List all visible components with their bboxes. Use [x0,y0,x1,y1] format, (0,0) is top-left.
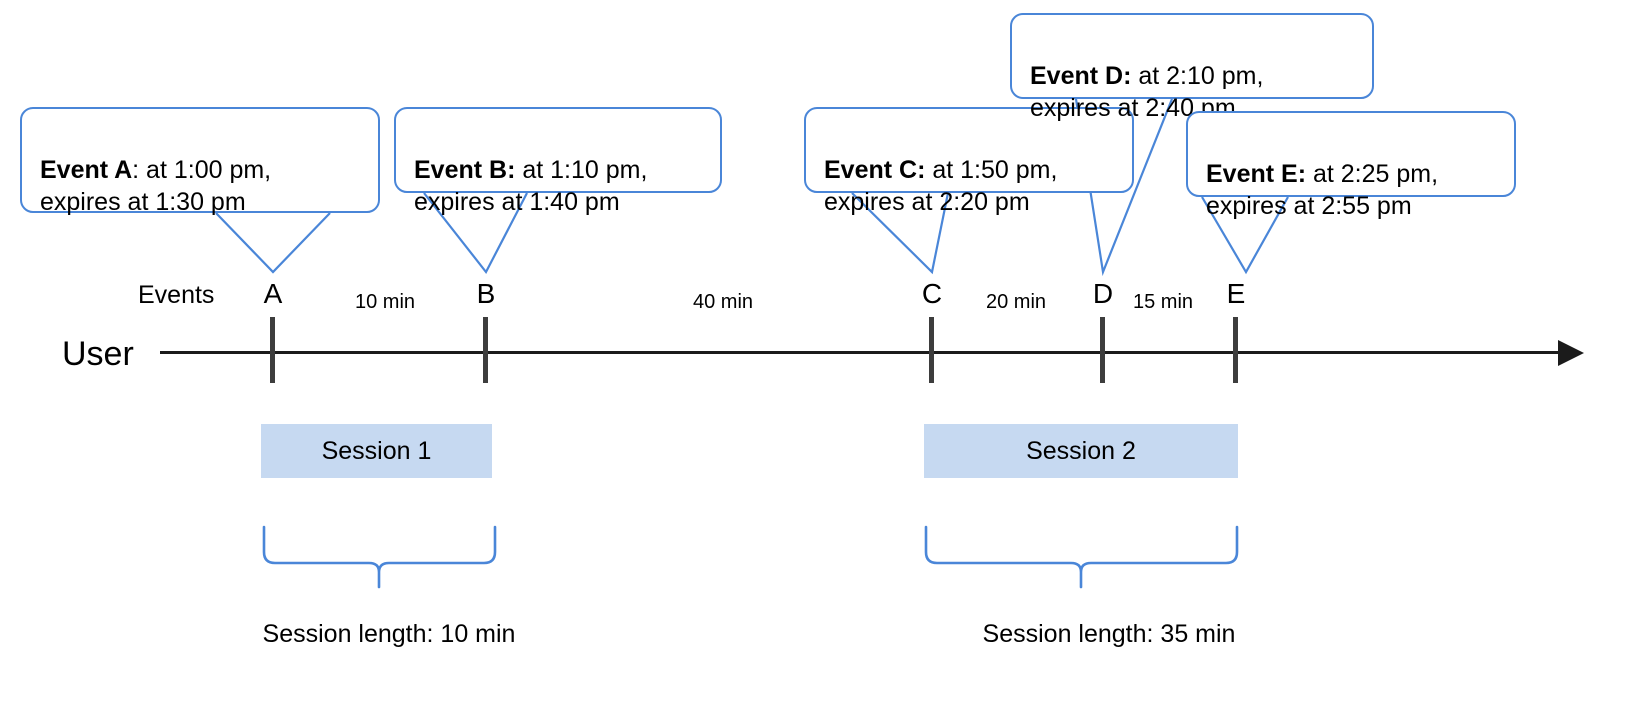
interval-label-b-c: 40 min [692,291,754,313]
event-letter-b: B [476,278,496,309]
callout-event-b: Event B: at 1:10 pm, expires at 1:40 pm [394,107,722,216]
event-letter-a: A [263,278,283,309]
callout-event-e: Event E: at 2:25 pm, expires at 2:55 pm [1186,111,1516,220]
session-box-2-label: Session 2 [1026,436,1136,465]
tick-event-d [1100,317,1105,383]
callout-event-a-body: : at 1:00 pm, expires at 1:30 pm [40,155,272,217]
interval-label-d-e: 15 min [1132,291,1194,313]
axis-row-label-events: Events [138,281,215,309]
callout-event-e-title: Event E: [1206,159,1307,188]
tick-event-c [929,317,934,383]
callout-event-c-title: Event C: [824,155,926,184]
brace-session-2 [924,525,1239,589]
tick-event-a [270,317,275,383]
callout-event-a-title: Event A [40,155,133,184]
event-letter-d: D [1092,278,1114,309]
session-box-1-label: Session 1 [321,436,432,465]
tick-event-e [1233,317,1238,383]
tick-event-b [483,317,488,383]
brace-session-1 [262,525,497,589]
event-letter-e: E [1226,278,1246,309]
callout-event-a: Event A: at 1:00 pm, expires at 1:30 pm [20,107,380,216]
session-length-caption-1: Session length: 10 min [262,620,516,648]
interval-label-c-d: 20 min [985,291,1047,313]
session-box-2: Session 2 [924,424,1238,478]
callout-event-b-title: Event B: [414,155,516,184]
timeline-axis-arrowhead [1558,340,1584,366]
session-box-1: Session 1 [261,424,492,478]
interval-label-a-b: 10 min [354,291,416,313]
event-letter-c: C [921,278,943,309]
tail-event-a [215,212,331,274]
axis-row-label-user: User [62,335,134,373]
callout-event-d-title: Event D: [1030,61,1132,90]
session-length-caption-2: Session length: 35 min [982,620,1236,648]
callout-event-d: Event D: at 2:10 pm, expires at 2:40 pm [1010,13,1374,122]
timeline-axis [160,351,1560,354]
